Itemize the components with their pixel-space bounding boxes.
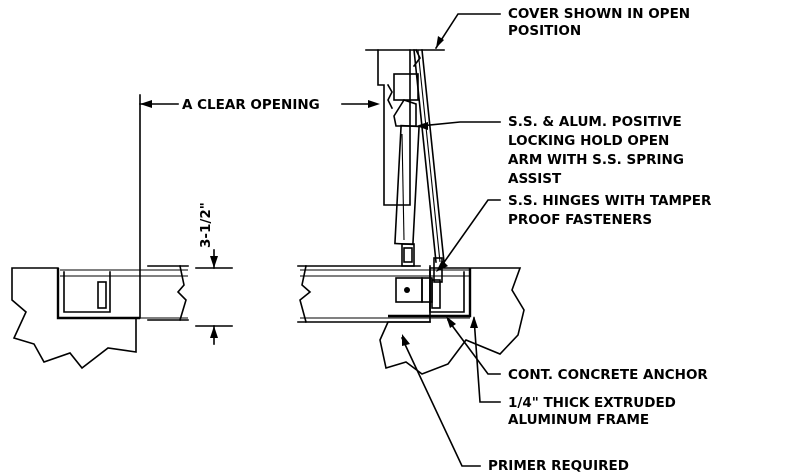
primer-label: PRIMER REQUIRED: [488, 458, 629, 474]
hinges-label-2: PROOF FASTENERS: [508, 212, 652, 228]
clear-opening-label: A CLEAR OPENING: [182, 97, 320, 113]
clear-opening-dimension: [139, 94, 380, 319]
hold-open-arm: [386, 73, 420, 267]
three-half-inch-dimension: [195, 249, 233, 345]
arm-label-4: ASSIST: [508, 171, 562, 187]
frame-label-1: 1/4" THICK EXTRUDED: [508, 395, 676, 411]
right-cover-break: [297, 265, 431, 323]
arm-label-1: S.S. & ALUM. POSITIVE: [508, 114, 682, 130]
cover-open-label-2: POSITION: [508, 23, 581, 39]
arm-label-2: LOCKING HOLD OPEN: [508, 133, 669, 149]
right-concrete-slab: [379, 267, 525, 375]
cover-open-label-1: COVER SHOWN IN OPEN: [508, 6, 690, 22]
hinge-assembly: [395, 257, 443, 311]
anchor-label: CONT. CONCRETE ANCHOR: [508, 367, 708, 383]
dimension-label: 3-1/2": [198, 202, 214, 248]
left-cover-break: [147, 265, 189, 321]
arm-label-3: ARM WITH S.S. SPRING: [508, 152, 684, 168]
hinges-label-1: S.S. HINGES WITH TAMPER: [508, 193, 712, 209]
left-aluminum-frame: [56, 268, 188, 320]
frame-label-2: ALUMINUM FRAME: [508, 412, 649, 428]
open-cover: [365, 48, 445, 263]
leader-lines: [400, 13, 501, 467]
right-aluminum-frame: [300, 268, 472, 319]
